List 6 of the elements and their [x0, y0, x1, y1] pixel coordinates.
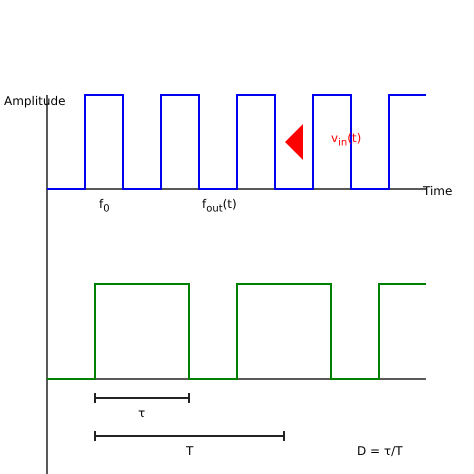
frequency-label: f$_{0}$	[99, 197, 110, 216]
frequency-label: f$_{out}$(t)	[202, 197, 237, 216]
dimension-label: τ	[138, 406, 146, 420]
formula-label: D = τ/T	[357, 444, 403, 458]
axis-label: Time	[423, 184, 452, 198]
dimension-label: T	[186, 444, 194, 458]
